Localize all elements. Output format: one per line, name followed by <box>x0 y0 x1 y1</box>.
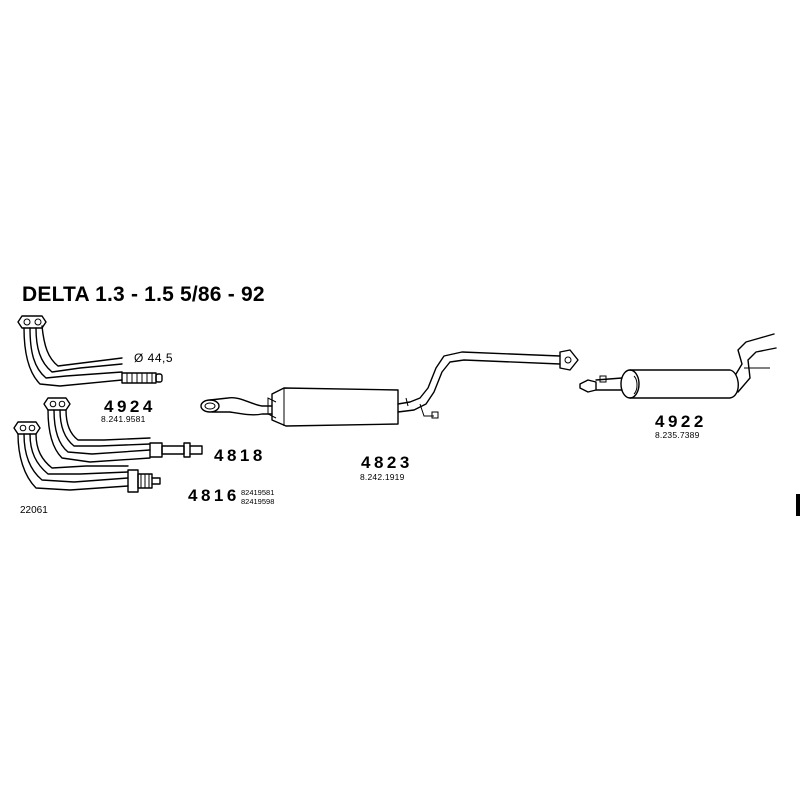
downpipe-4816-drawing <box>13 421 161 493</box>
diameter-label: Ø 44,5 <box>134 351 174 365</box>
part-number-4823: 4823 <box>361 453 413 472</box>
part-ref-4823: 8.242.1919 <box>360 472 405 482</box>
part-ref-4816-b: 82419598 <box>241 497 275 506</box>
rear-silencer-4922-drawing <box>579 333 777 399</box>
page-title: DELTA 1.3 - 1.5 5/86 - 92 <box>22 283 265 306</box>
downpipe-4818-drawing <box>43 397 203 463</box>
part-number-4922: 4922 <box>655 412 707 431</box>
edge-mark <box>796 494 800 516</box>
part-ref-4922: 8.235.7389 <box>655 430 700 440</box>
centre-silencer-4823-drawing <box>200 349 579 427</box>
part-ref-4924: 8.241.9581 <box>101 414 146 424</box>
part-number-4816: 4816 <box>188 486 240 505</box>
part-ref-4816-a: 82419581 <box>241 488 275 497</box>
downpipe-4924-drawing <box>17 315 163 387</box>
part-number-4818: 4818 <box>214 446 266 465</box>
diagram-code: 22061 <box>20 505 48 516</box>
part-number-4924: 4924 <box>104 397 156 416</box>
part-refs-4816: 82419581 82419598 <box>241 488 274 506</box>
